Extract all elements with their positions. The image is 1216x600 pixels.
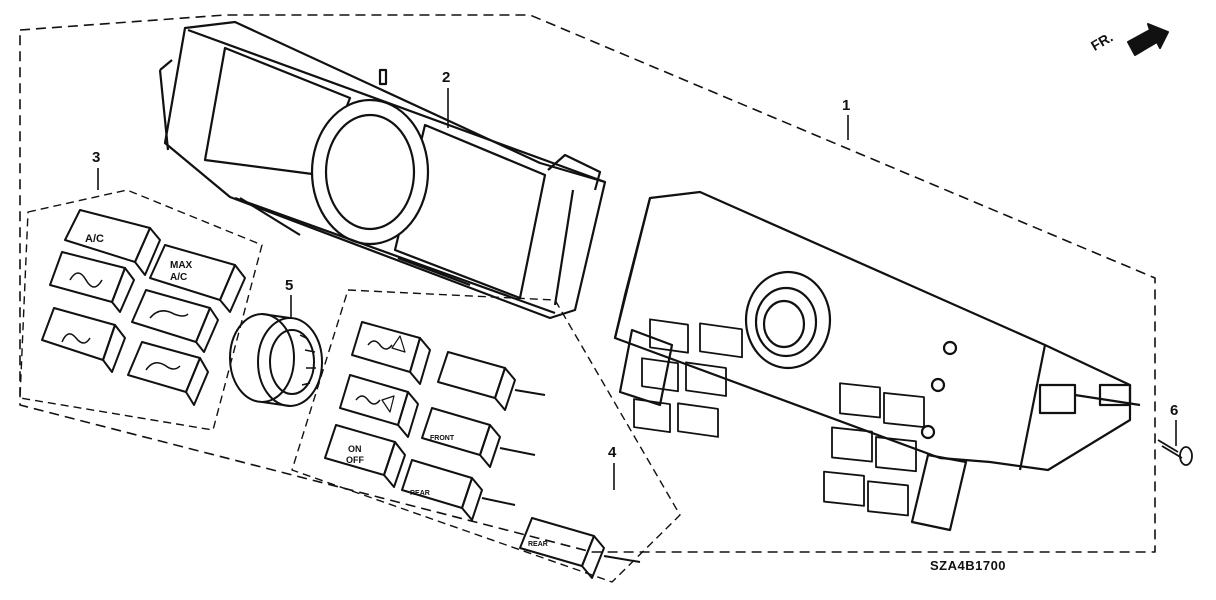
callout-part-6: 6: [1170, 402, 1179, 419]
assembly-boundary: [19, 14, 1156, 553]
svg-text:REAR: REAR: [410, 490, 430, 497]
callout-part-2: 2: [442, 69, 451, 86]
svg-text:MAX: MAX: [170, 260, 193, 271]
switch-rear-single: REAR: [519, 517, 641, 579]
svg-text:A/C: A/C: [85, 233, 104, 245]
button-fresh-air: [131, 289, 219, 353]
svg-text:ON: ON: [348, 444, 362, 454]
control-unit-part-1: [613, 190, 1141, 532]
callout-part-3: 3: [92, 149, 101, 166]
housing-buttons-left: [633, 318, 743, 438]
svg-text:FRONT: FRONT: [430, 435, 455, 442]
group-3-boundary: [19, 189, 263, 431]
part-code-label: SZA4B1700: [930, 558, 1007, 573]
bezel-frame-part-2: [158, 20, 607, 320]
button-recirc: [49, 251, 135, 313]
svg-text:OFF: OFF: [346, 455, 364, 465]
button-ac: A/C: [64, 209, 161, 276]
callout-part-1: 1: [842, 97, 851, 114]
screw-part-6: [1157, 439, 1193, 466]
switch-front-defrost: FRONT: [421, 407, 536, 468]
switch-fan-down: [339, 374, 419, 438]
housing-buttons-right: [823, 382, 925, 517]
button-rear-mode: [127, 341, 209, 406]
switch-rear-defrost: REAR: [401, 459, 516, 521]
callout-part-4: 4: [608, 444, 617, 461]
button-seat-mode: [41, 307, 126, 373]
callout-part-5: 5: [285, 277, 294, 294]
switch-rear-window: [437, 351, 546, 411]
button-set-part-3: A/C MAX A/C: [41, 209, 246, 406]
switch-on-off: ON OFF: [324, 424, 406, 488]
knob-part-5: [229, 313, 323, 407]
button-max-ac: MAX A/C: [149, 244, 246, 313]
leader-lines: [97, 88, 1177, 490]
front-direction-arrow: [1127, 23, 1169, 56]
svg-text:A/C: A/C: [170, 272, 187, 283]
svg-text:REAR: REAR: [528, 541, 548, 548]
housing-center-dial: [744, 270, 832, 370]
switch-fan-up: [351, 321, 431, 385]
switch-set-part-4: ON OFF FRONT REAR REAR: [324, 321, 641, 579]
